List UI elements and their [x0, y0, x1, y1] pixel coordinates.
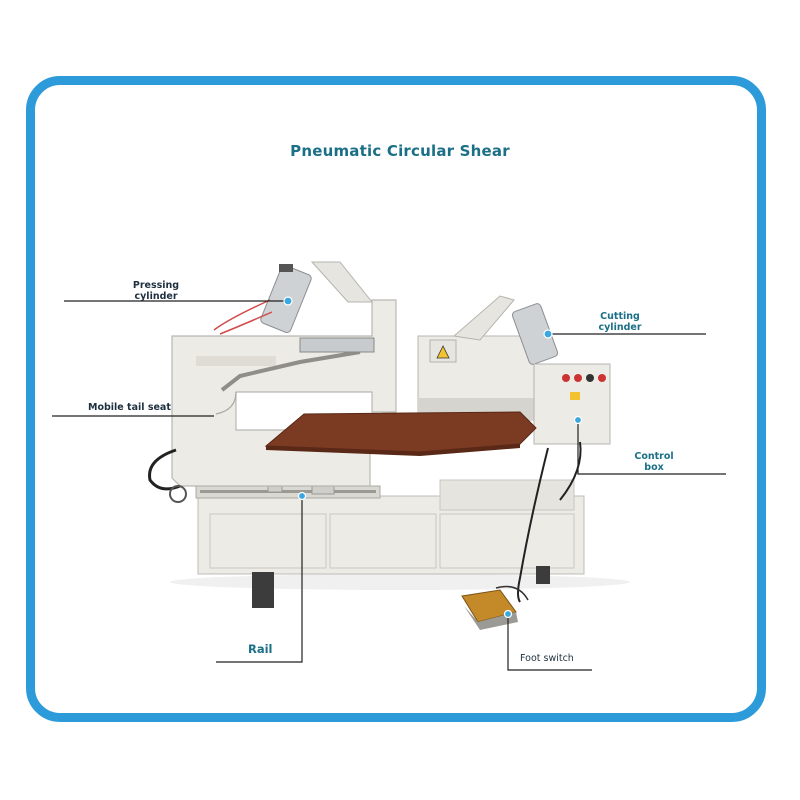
- label-cutting-cylinder: Cutting cylinder: [598, 311, 642, 333]
- base-cabinet: [197, 479, 585, 575]
- label-pressing-cylinder: Pressing cylinder: [132, 280, 180, 302]
- label-control-box: Control box: [634, 451, 674, 473]
- control-box-panel: [533, 363, 611, 445]
- callout-lines: [52, 300, 726, 671]
- cutting-head-housing: [417, 295, 559, 421]
- label-foot-switch: Foot switch: [520, 653, 574, 664]
- diagram-title: Pneumatic Circular Shear: [290, 142, 510, 160]
- label-rail: Rail: [248, 642, 273, 656]
- label-mobile-tail-seat: Mobile tail seat: [88, 402, 171, 413]
- foot-switch-pedal: [461, 585, 529, 630]
- callout-dots: [283, 296, 583, 619]
